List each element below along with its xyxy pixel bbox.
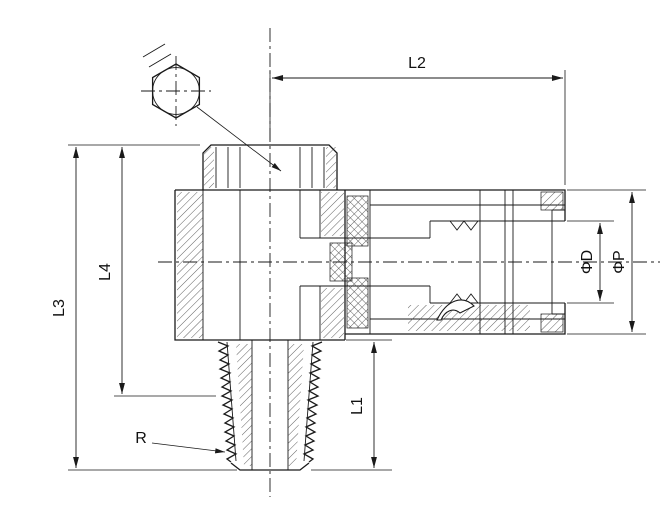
dimension-r: R	[135, 430, 226, 454]
body-hatch-right-lower	[321, 288, 344, 338]
collet-claw	[436, 299, 475, 321]
hex-leader-line	[196, 106, 282, 172]
sleeve-end-hatch-top	[540, 191, 564, 211]
dimension-label-l2: L2	[408, 55, 426, 72]
dimension-label-l3: L3	[51, 299, 68, 317]
hex-inscribed-circle	[152, 67, 200, 115]
dimension-l4: L4	[97, 147, 216, 397]
dimension-l2: L2	[269, 55, 566, 185]
body-outline	[174, 189, 346, 341]
l2-extension-lines	[269, 70, 566, 185]
cap-hatch-left	[204, 147, 214, 188]
hex-detail	[142, 43, 282, 172]
thread-hatch-right	[288, 344, 304, 466]
body-hatch-left	[177, 192, 203, 338]
dimension-phi-p: ΦP	[567, 189, 646, 335]
chamfer-marks	[142, 43, 172, 68]
l1-extension-lines	[311, 339, 392, 471]
body-hatch-right-upper	[321, 192, 344, 236]
dimension-l1: L1	[311, 339, 392, 471]
phi-d-extension-lines	[567, 220, 614, 304]
inner-seal	[329, 242, 353, 282]
thread-hatch-left	[236, 344, 252, 466]
thread-outline	[218, 339, 322, 471]
dimension-phi-d: ΦD	[567, 220, 614, 304]
dimension-label-phi-d: ΦD	[579, 250, 596, 274]
body-inner-lines	[202, 190, 321, 340]
sleeve-end-hatch-bottom	[540, 313, 564, 333]
dimension-l3: L3	[51, 144, 237, 471]
collet-teeth	[449, 220, 479, 304]
cap-hatch-right	[326, 147, 336, 188]
dimension-label-l1: L1	[349, 397, 366, 415]
phi-p-extension-lines	[567, 189, 646, 335]
dimension-label-r: R	[135, 430, 147, 447]
dimensions: L2 L3 L4 L1 ΦD ΦP R	[51, 55, 646, 471]
thread-zigzag-right	[302, 341, 323, 463]
cap-knurl-lines	[215, 147, 325, 188]
centerlines	[141, 28, 660, 497]
thread-minor-lines	[226, 340, 314, 470]
dimension-label-l4: L4	[97, 263, 114, 281]
hex-body	[174, 189, 346, 341]
dimension-label-phi-p: ΦP	[611, 250, 628, 273]
hex-outline	[151, 63, 201, 119]
cap-outline	[202, 144, 338, 190]
l3-extension-lines	[68, 144, 237, 471]
collar-seal-bottom	[346, 277, 369, 329]
tube-port	[300, 189, 566, 335]
male-thread	[217, 339, 323, 471]
top-cap	[202, 144, 338, 190]
collar-seal-top	[346, 195, 369, 247]
thread-zigzag-left	[217, 341, 238, 463]
r-leader-line	[151, 442, 226, 454]
collet-hatch	[408, 305, 530, 331]
